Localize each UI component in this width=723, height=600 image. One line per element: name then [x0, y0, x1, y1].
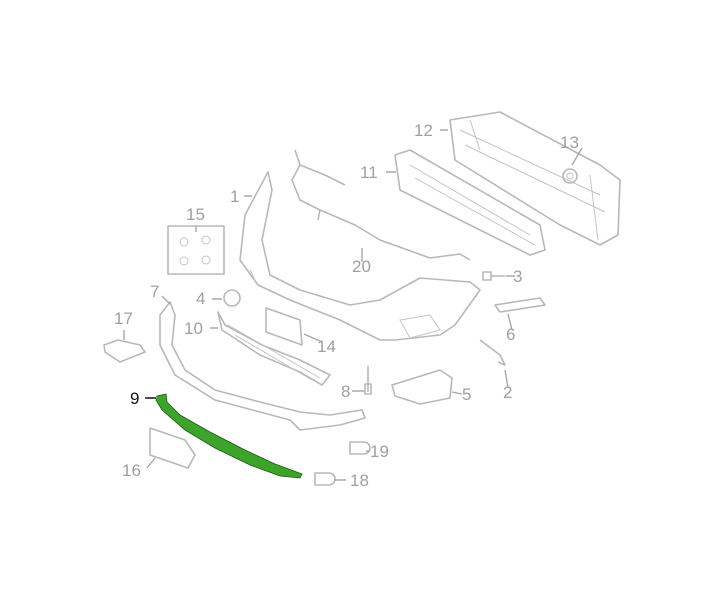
part-8-pin[interactable] — [364, 366, 372, 395]
part-19-sensor[interactable] — [349, 441, 371, 455]
callout-11[interactable]: 11 — [360, 163, 378, 182]
part-10-grille[interactable] — [217, 311, 331, 386]
callout-19[interactable]: 19 — [370, 442, 389, 461]
callout-4[interactable]: 4 — [196, 289, 206, 308]
callout-2[interactable]: 2 — [503, 383, 513, 402]
part-9-air-deflector[interactable] — [155, 393, 303, 479]
callout-6[interactable]: 6 — [506, 325, 516, 344]
callout-5[interactable]: 5 — [462, 385, 472, 404]
part-4-tow-cap[interactable] — [223, 289, 241, 307]
part-15-clips[interactable] — [167, 225, 225, 275]
callout-10[interactable]: 10 — [184, 319, 203, 338]
callout-7[interactable]: 7 — [150, 282, 160, 301]
callout-3[interactable]: 3 — [513, 267, 523, 286]
leader-arrows — [123, 129, 583, 481]
callout-9[interactable]: 9 — [130, 389, 140, 408]
part-14-license-bracket[interactable] — [265, 307, 303, 346]
callout-1[interactable]: 1 — [230, 187, 240, 206]
part-16-sensor-bracket[interactable] — [149, 427, 196, 469]
part-20-wiring-harness[interactable] — [291, 149, 471, 261]
part-6-bracket[interactable] — [494, 297, 546, 313]
callout-12[interactable]: 12 — [414, 121, 433, 140]
part-3-screw[interactable] — [482, 271, 505, 281]
part-17-bracket[interactable] — [103, 339, 146, 363]
part-1-bumper-cover[interactable] — [239, 171, 481, 341]
part-11-energy-absorber[interactable] — [394, 149, 546, 256]
callout-8[interactable]: 8 — [341, 382, 351, 401]
part-18-sensor[interactable] — [314, 472, 336, 486]
part-12-bumper-reinforcement[interactable] — [449, 111, 621, 246]
callout-17[interactable]: 17 — [114, 309, 133, 328]
callout-13[interactable]: 13 — [560, 133, 579, 152]
callout-15[interactable]: 15 — [186, 205, 205, 224]
callout-14[interactable]: 14 — [317, 337, 336, 356]
callout-16[interactable]: 16 — [122, 461, 141, 480]
part-2-bracket[interactable] — [479, 339, 506, 366]
callout-18[interactable]: 18 — [350, 471, 369, 490]
part-5-fog-lamp-bezel[interactable] — [391, 369, 453, 405]
callout-20[interactable]: 20 — [352, 257, 371, 276]
part-7-lower-cover[interactable] — [159, 301, 366, 431]
part-13-nut[interactable] — [562, 168, 578, 184]
